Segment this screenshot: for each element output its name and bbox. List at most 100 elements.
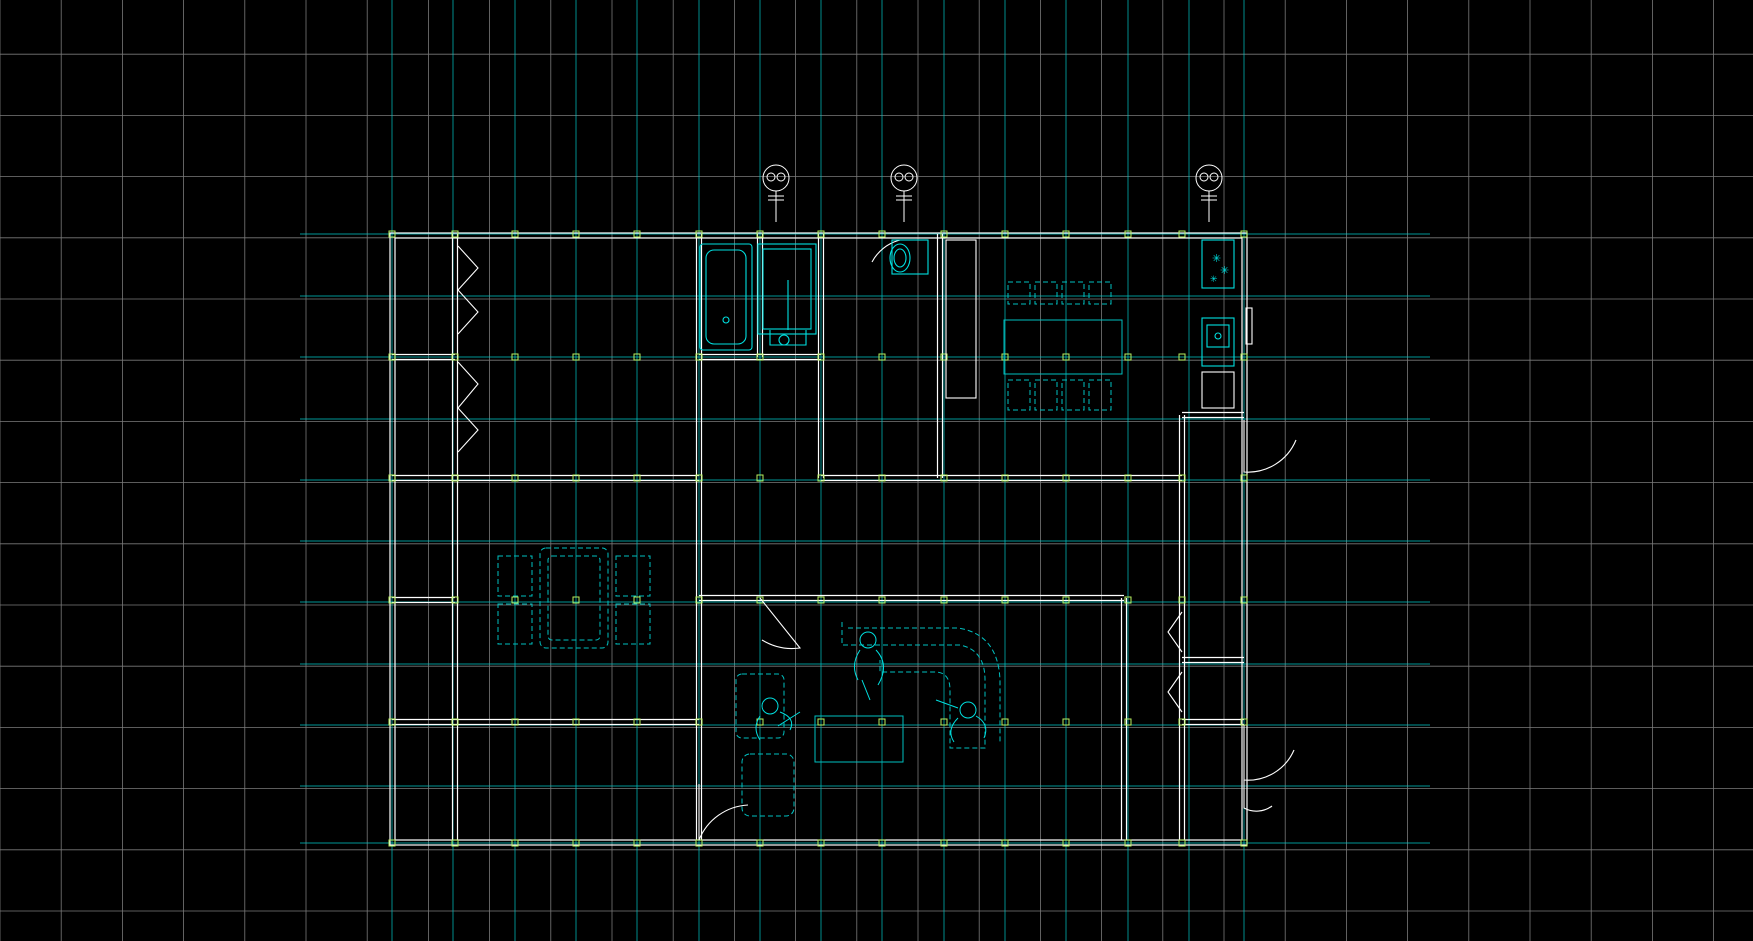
partition-upper-lower[interactable] [392, 474, 699, 482]
column-marker [878, 839, 886, 847]
column-marker [695, 353, 703, 361]
partition-living-top[interactable] [699, 594, 1124, 602]
column-marker [1240, 230, 1248, 238]
hall-cabinet [945, 239, 977, 399]
column-marker [1062, 474, 1070, 482]
door-entry[interactable] [1243, 420, 1297, 473]
partition-dining-hall[interactable] [936, 234, 944, 478]
column-marker [511, 230, 519, 238]
partition-left-strip[interactable] [451, 234, 459, 840]
closet-fold-door-1[interactable] [457, 245, 479, 335]
column-marker [1001, 474, 1009, 482]
column-marker [451, 596, 459, 604]
partition-closet[interactable] [392, 353, 455, 361]
table-with-chairs-icon[interactable] [1003, 281, 1123, 411]
table-with-chairs-icon[interactable] [497, 547, 651, 649]
column-marker [451, 474, 459, 482]
column-marker [940, 353, 948, 361]
washbasin-icon[interactable] [757, 243, 817, 346]
column-marker [940, 230, 948, 238]
partition-storage-2[interactable] [1182, 718, 1244, 726]
column-marker [940, 474, 948, 482]
furniture[interactable] [497, 281, 1123, 817]
partition-left-small[interactable] [392, 596, 455, 604]
column-marker [1178, 839, 1186, 847]
column-marker [511, 718, 519, 726]
storage-fold-door-2[interactable] [1167, 671, 1183, 713]
partition-left-bottom[interactable] [392, 718, 455, 726]
doors[interactable] [457, 239, 1297, 841]
column-marker [633, 353, 641, 361]
column-marker [633, 230, 641, 238]
column-marker [1178, 353, 1186, 361]
partition-lower-left[interactable] [455, 718, 699, 726]
door-living[interactable] [759, 597, 802, 650]
column-marker [1240, 596, 1248, 604]
partition-entry-top[interactable] [1182, 411, 1244, 419]
column-marker [695, 230, 703, 238]
column-marker [511, 596, 519, 604]
sofa-icon[interactable] [841, 622, 1001, 749]
partition-right-strip[interactable] [1178, 415, 1186, 840]
stove-icon[interactable]: ✳ ✳ ✳ [1201, 239, 1235, 289]
bubble-eye [894, 172, 904, 182]
closet-fold-door-2[interactable] [457, 361, 479, 453]
column-marker [451, 839, 459, 847]
column-marker [1178, 474, 1186, 482]
column-marker [695, 718, 703, 726]
column-marker [940, 718, 948, 726]
column-markers [388, 230, 1248, 847]
bubble-eye [776, 172, 786, 182]
column-marker [1001, 596, 1009, 604]
column-marker [388, 230, 396, 238]
column-marker [817, 230, 825, 238]
person-figures [755, 631, 987, 743]
door-living-lower[interactable] [698, 784, 749, 841]
column-marker [572, 596, 580, 604]
column-marker [1001, 718, 1009, 726]
column-marker [878, 353, 886, 361]
bathtub-icon[interactable] [699, 243, 753, 351]
partition-storage-1[interactable] [1182, 656, 1244, 664]
column-marker [878, 718, 886, 726]
column-marker [817, 474, 825, 482]
armchair-icon[interactable] [735, 673, 795, 817]
grid-bubble-icon [762, 164, 790, 222]
column-marker [756, 230, 764, 238]
bubble-eye [904, 172, 914, 182]
column-marker [1124, 230, 1132, 238]
door-storage-small[interactable] [1243, 780, 1273, 812]
column-marker [695, 596, 703, 604]
counter-fridge [1245, 307, 1253, 345]
column-marker [388, 474, 396, 482]
column-marker [756, 353, 764, 361]
column-marker [572, 474, 580, 482]
column-marker [388, 839, 396, 847]
column-marker [1001, 230, 1009, 238]
column-marker [1178, 230, 1186, 238]
partition-center-v[interactable] [695, 234, 703, 840]
column-marker [940, 839, 948, 847]
door-toilet[interactable] [871, 239, 901, 263]
coffee-table-icon[interactable] [814, 715, 904, 763]
grid-bubble-icon [890, 164, 918, 222]
column-marker [388, 596, 396, 604]
storage-fold-door-1[interactable] [1167, 611, 1183, 653]
column-marker [1124, 718, 1132, 726]
column-marker [572, 230, 580, 238]
sink-icon[interactable] [1201, 317, 1235, 367]
column-marker [817, 718, 825, 726]
interior-partitions[interactable] [392, 234, 1244, 840]
fixtures[interactable]: ✳ ✳ ✳ [699, 239, 1253, 409]
column-marker [817, 839, 825, 847]
column-marker [1062, 596, 1070, 604]
column-marker [878, 596, 886, 604]
door-storage[interactable] [1243, 725, 1295, 781]
grid-bubble-icon [1195, 164, 1223, 222]
toilet-icon[interactable] [889, 239, 929, 275]
column-marker [633, 839, 641, 847]
column-marker [572, 353, 580, 361]
column-marker [1001, 353, 1009, 361]
